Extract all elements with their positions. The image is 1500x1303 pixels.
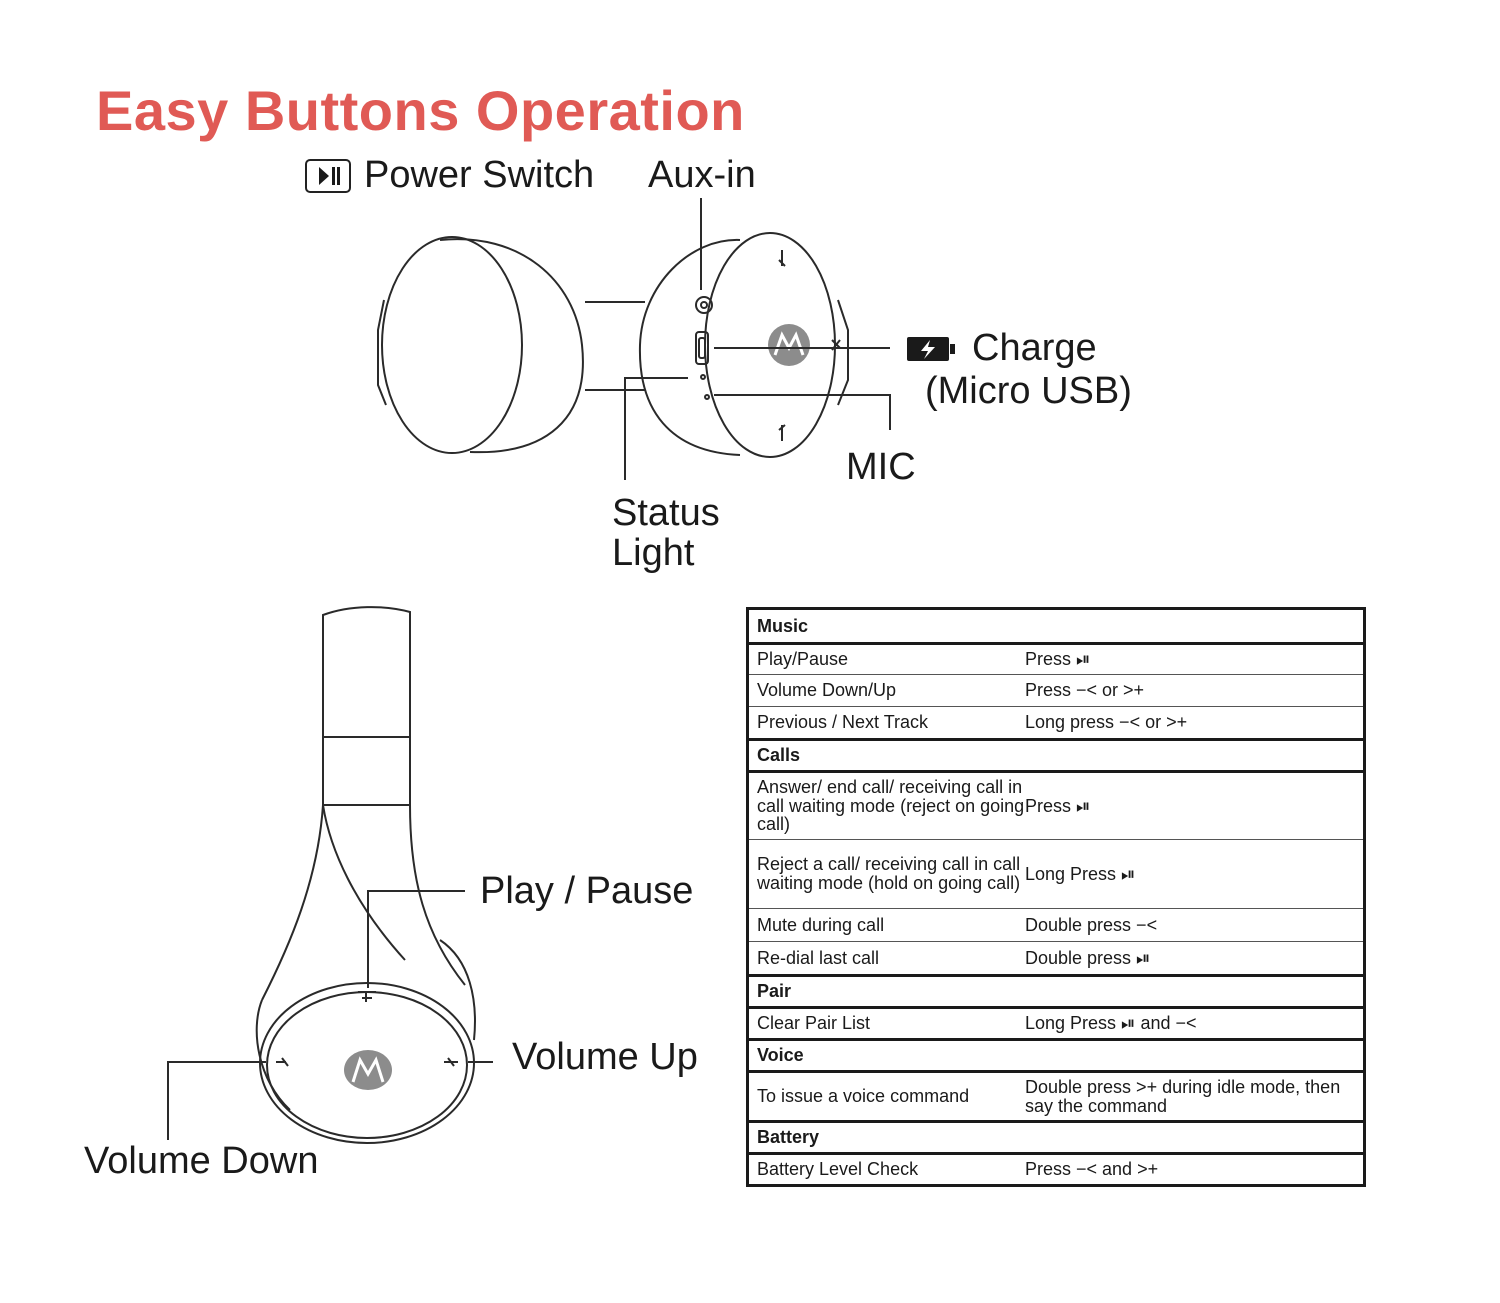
side-headphone: [167, 606, 493, 1144]
table-row: To issue a voice command Double press >+…: [749, 1070, 1363, 1120]
row-action: Play/Pause: [757, 649, 849, 670]
row-how: Double press −<: [1025, 914, 1158, 935]
section-label: Battery: [757, 1127, 820, 1147]
aux-in-label: Aux-in: [648, 154, 756, 196]
table-row: Previous / Next Track Long press −< or >…: [749, 706, 1363, 738]
table-row: Reject a call/ receiving call in call wa…: [749, 839, 1363, 908]
row-how: Double press ⏯: [1025, 947, 1151, 968]
row-how: Double press >+ during idle mode, then s…: [1025, 1076, 1341, 1116]
table-section-battery: Battery: [749, 1120, 1363, 1152]
status-light-label-line1: Status: [612, 492, 720, 534]
row-action: To issue a voice command: [757, 1086, 970, 1107]
charge-label: Charge: [972, 327, 1097, 369]
play-pause-label: Play / Pause: [480, 870, 694, 912]
row-action: Clear Pair List: [757, 1013, 871, 1034]
table-section-pair: Pair: [749, 974, 1363, 1006]
row-how: Press ⏯: [1025, 795, 1091, 816]
table-section-calls: Calls: [749, 738, 1363, 770]
row-action: Volume Down/Up: [757, 680, 897, 701]
power-switch-label: Power Switch: [364, 154, 595, 196]
micro-usb-label: (Micro USB): [925, 370, 1132, 412]
play-pause-icon: [305, 159, 351, 193]
section-label: Voice: [757, 1045, 804, 1065]
table-row: Volume Down/Up Press −< or >+: [749, 674, 1363, 706]
status-light-label-line2: Light: [612, 532, 695, 574]
row-how: Press −< or >+: [1025, 680, 1145, 701]
volume-up-label: Volume Up: [512, 1036, 698, 1078]
table-section-voice: Voice: [749, 1038, 1363, 1070]
row-action: Mute during call: [757, 914, 885, 935]
volume-down-label: Volume Down: [84, 1140, 319, 1182]
row-action: Re-dial last call: [757, 947, 880, 968]
table-row: Play/Pause Press ⏯: [749, 642, 1363, 674]
row-how: Long press −< or >+: [1025, 712, 1188, 733]
row-action: Previous / Next Track: [757, 712, 929, 733]
row-how: Long Press ⏯: [1025, 863, 1136, 884]
row-action: Answer/ end call/ receiving call in call…: [757, 776, 1025, 835]
table-row: Battery Level Check Press −< and >+: [749, 1152, 1363, 1184]
row-action: Battery Level Check: [757, 1159, 919, 1180]
table-row: Mute during call Double press −<: [749, 908, 1363, 941]
row-how: Press −< and >+: [1025, 1159, 1159, 1180]
operations-table: Music Play/Pause Press ⏯ Volume Down/Up …: [746, 607, 1366, 1187]
row-action: Reject a call/ receiving call in call wa…: [757, 854, 1021, 893]
table-section-music: Music: [749, 610, 1363, 642]
section-label: Calls: [757, 745, 801, 765]
table-row: Answer/ end call/ receiving call in call…: [749, 770, 1363, 839]
section-label: Music: [757, 615, 809, 636]
table-row: Re-dial last call Double press ⏯: [749, 941, 1363, 974]
top-headphone: [377, 198, 891, 480]
row-how: Long Press ⏯ and −<: [1025, 1013, 1197, 1034]
row-how: Press ⏯: [1025, 649, 1091, 670]
battery-charge-icon: [906, 335, 956, 368]
table-row: Clear Pair List Long Press ⏯ and −<: [749, 1006, 1363, 1038]
mic-label: MIC: [846, 446, 916, 488]
section-label: Pair: [757, 981, 792, 1001]
page-title: Easy Buttons Operation: [96, 79, 745, 142]
